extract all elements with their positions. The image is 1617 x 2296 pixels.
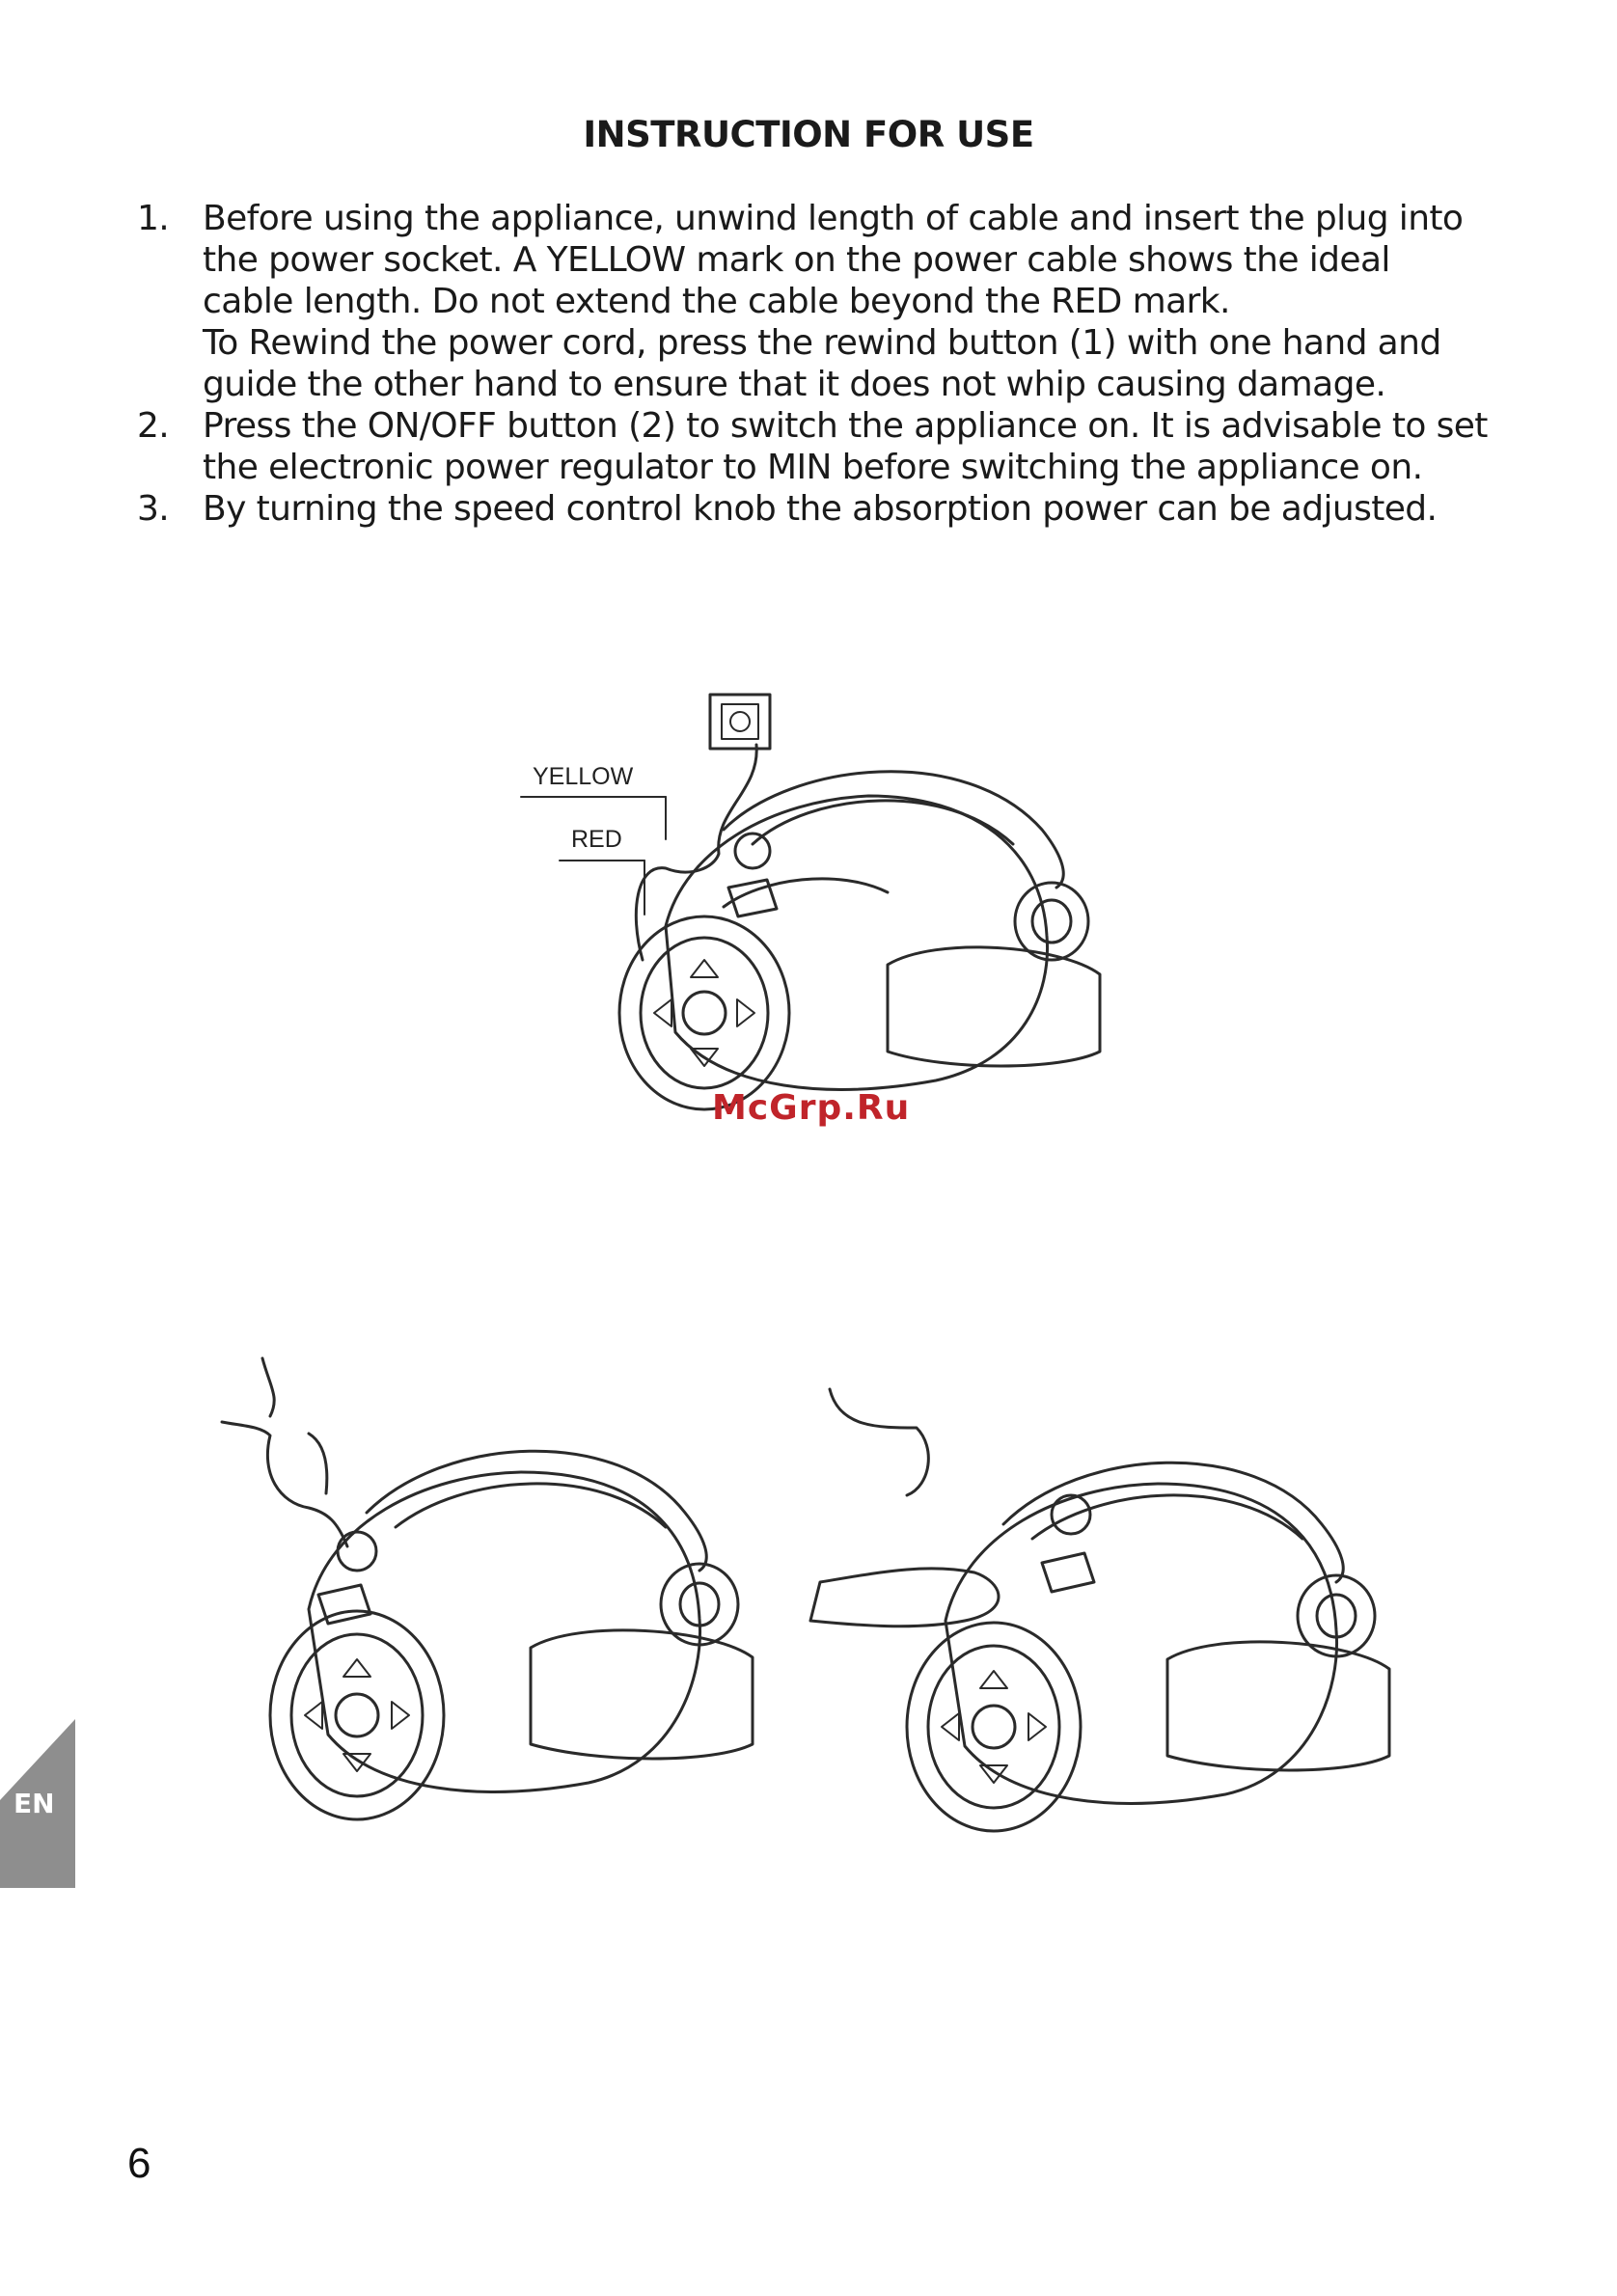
yellow-mark-callout: YELLOW	[520, 763, 667, 840]
figure-rewind-button	[220, 1356, 754, 1821]
power-socket-icon	[708, 693, 772, 751]
instruction-item-3: 3. By turning the speed control knob the…	[137, 488, 1488, 530]
instruction-text: Press the ON/OFF button (2) to switch th…	[203, 406, 1488, 487]
red-label: RED	[571, 826, 622, 853]
wheel	[905, 1621, 1083, 1833]
rewind-button-icon	[1050, 1493, 1092, 1536]
power-button-icon	[1040, 1551, 1096, 1594]
instruction-number: 3.	[137, 489, 170, 529]
vacuum-cleaner-illustration	[905, 1461, 1391, 1833]
hand-illustration	[808, 1387, 1000, 1628]
instruction-item-2: 2. Press the ON/OFF button (2) to switch…	[137, 405, 1488, 488]
vacuum-cleaner-illustration	[617, 770, 1102, 1111]
red-mark-callout: RED	[559, 826, 645, 916]
instruction-text: Before using the appliance, unwind lengt…	[203, 199, 1464, 321]
page-title: INSTRUCTION FOR USE	[583, 114, 1034, 155]
instruction-number: 2.	[137, 406, 170, 446]
watermark: McGrp.Ru	[712, 1088, 911, 1128]
instruction-text: By turning the speed control knob the ab…	[203, 489, 1438, 529]
wheel	[617, 915, 791, 1111]
hand-illustration	[220, 1356, 349, 1548]
figure-power-button	[808, 1387, 1391, 1833]
yellow-label: YELLOW	[533, 763, 634, 790]
power-button-icon	[726, 878, 779, 918]
power-button-icon	[316, 1583, 372, 1626]
vacuum-cleaner-illustration	[268, 1449, 754, 1821]
language-tab-label: EN	[14, 1788, 55, 1819]
page-number: 6	[127, 2140, 151, 2187]
instruction-list: 1. Before using the appliance, unwind le…	[137, 198, 1488, 530]
wheel	[268, 1609, 446, 1821]
power-cable	[634, 743, 758, 962]
instruction-text: To Rewind the power cord, press the rewi…	[203, 323, 1441, 404]
instruction-number: 1.	[137, 199, 170, 238]
figure-cable-marks: YELLOW RED	[520, 693, 1102, 1111]
rewind-button-icon	[336, 1530, 378, 1572]
instruction-item-1: 1. Before using the appliance, unwind le…	[137, 198, 1488, 405]
rewind-button-icon	[733, 832, 772, 870]
